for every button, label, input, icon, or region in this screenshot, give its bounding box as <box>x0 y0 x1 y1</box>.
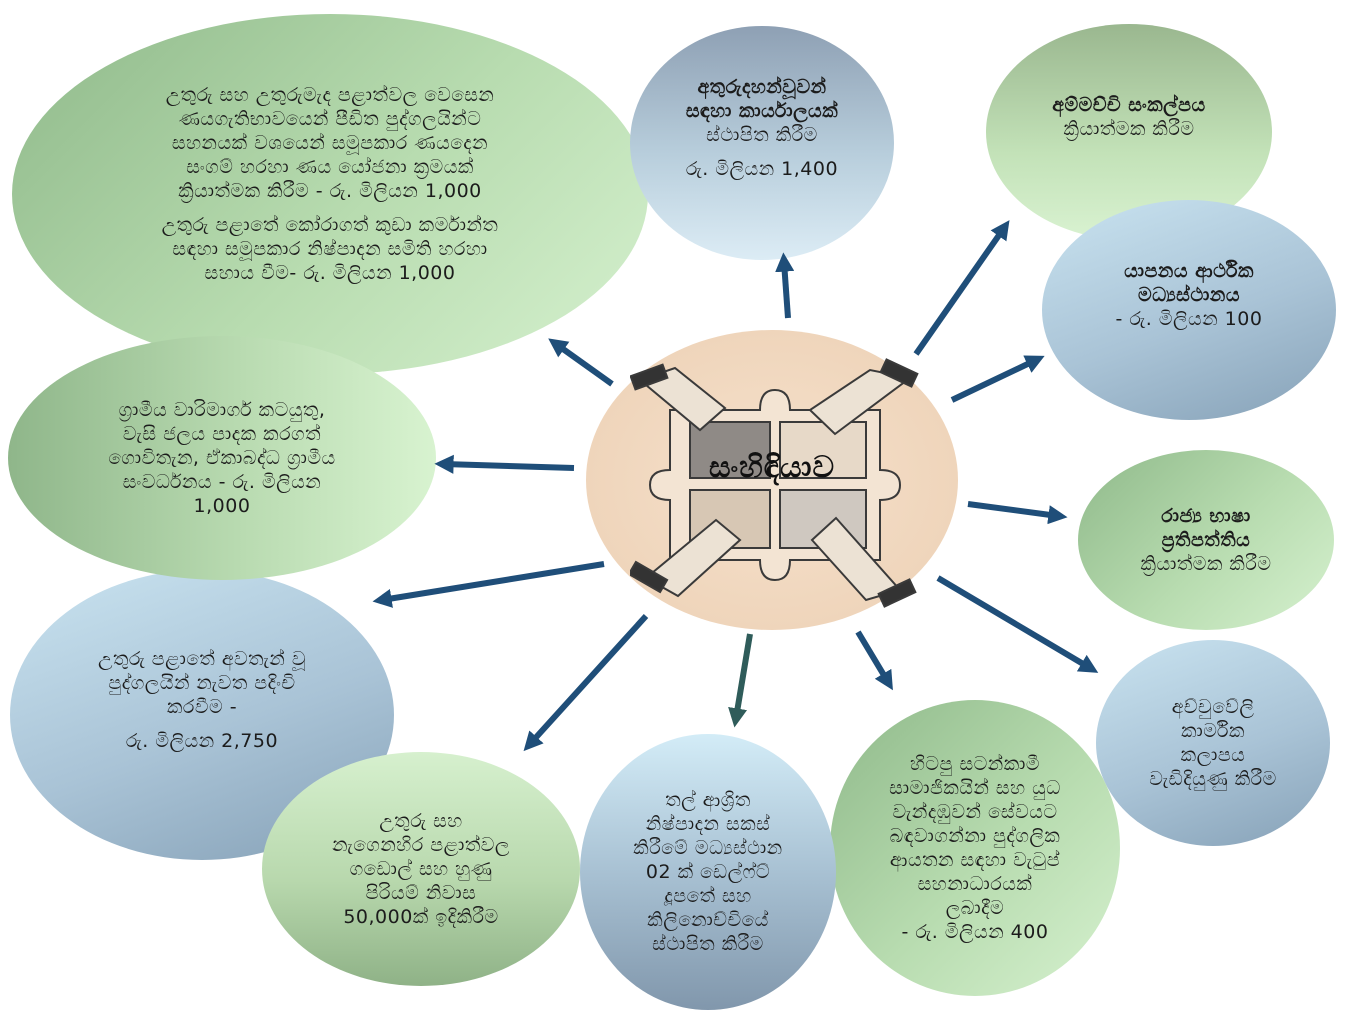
puzzle-hands-icon <box>630 358 919 608</box>
bubble-official-language-policy: රාජ්‍ය භාෂා ප්‍රතිපත්තිය ක්‍රියාත්මක කිර… <box>1078 450 1334 630</box>
text-line: 02 ක් ඩෙල්ෆ්ට් <box>645 861 771 883</box>
text-line: උතුරු සහ උතුරුමැද පළාත්වල වෙසෙන <box>165 84 495 106</box>
text-line: බඳවාගන්නා පුද්ගලික <box>889 825 1061 847</box>
text-line: සඳහා සමූපකාර නිෂ්පාදන සමිති හරහා <box>172 238 488 260</box>
text-line: උතුරු සහ <box>379 810 463 832</box>
text-line: පුද්ගලයින් නැවත පදිංචි <box>108 672 296 694</box>
arrow-to-top-left <box>548 338 614 387</box>
arrow-to-top-right <box>913 220 1010 356</box>
text-line: වැසි ජලය පාදක කරගත් <box>122 423 322 445</box>
text-line: නිෂ්පාදන සකස් <box>645 813 771 835</box>
text-line: සංවර්ධනය - රු. මිලියන <box>122 471 322 493</box>
amount-text: රු. මිලියන 2,750 <box>125 730 279 752</box>
text-line: තල් ආශ්‍රිත <box>665 789 751 811</box>
text-line: ක්‍රියාත්මක කිරීම <box>1140 553 1272 575</box>
text-line: ක්‍රියාත්මක කිරීම - රු. මිලියන 1,000 <box>178 180 482 202</box>
bubble-achchuveli-industrial-zone: අච්චුවේලි කාර්මික කලාපය වැඩිදියුණු කිරීම <box>1096 640 1330 846</box>
text-line: සහනයක් වශයෙන් සමූපකාර ණයදෙන <box>171 132 489 154</box>
bubble-palmyra-centers: තල් ආශ්‍රිත නිෂ්පාදන සකස් කිරීමේ මධ්‍යස්… <box>580 734 836 1010</box>
text-line: පිරියම් නිවාස <box>365 882 477 904</box>
text-line: වැඩිදියුණු කිරීම <box>1149 768 1277 790</box>
text-line: වැන්දඹුවන් සේවයට <box>892 801 1058 823</box>
text-line: ආයතන සඳහා වැටුප් <box>889 849 1061 871</box>
text-line-bold: අතුරුදහන්වූවන් <box>697 76 827 98</box>
text-line-bold: ප්‍රතිපත්තිය <box>1161 529 1251 551</box>
arrow-to-bottom-left <box>523 613 649 752</box>
arrow-to-left-lower <box>372 561 605 608</box>
text-line: සංගම් හරහා ණය යෝජනා ක්‍රමයක් <box>186 156 474 178</box>
arrow-to-bottom-center <box>728 633 753 728</box>
text-line: හිටපු සටන්කාමී <box>909 753 1041 775</box>
text-line-bold: අම්මච්චි සංකල්පය <box>1052 94 1206 116</box>
text-line: සහනාධාරයක් <box>917 873 1033 895</box>
text-line: ණයගැතිභාවයෙන් පීඩිත පුද්ගලයින්ට <box>178 108 482 130</box>
text-line: ගොවිතැන, ඒකාබද්ධ ග්‍රාමීය <box>108 447 336 469</box>
text-line: නැගෙනහිර පළාත්වල <box>332 834 510 856</box>
bubble-brick-houses: උතුරු සහ නැගෙනහිර පළාත්වල ගඩොල් සහ හුණු … <box>262 752 580 986</box>
text-line: අච්චුවේලි <box>1171 696 1255 718</box>
arrow-to-left-middle <box>434 454 575 474</box>
text-line: - රු. මිලියන 400 <box>901 921 1049 943</box>
bubble-jaffna-economic-center: යාපනය ආර්ථික මධ්‍යස්ථානය - රු. මිලියන 10… <box>1042 200 1336 420</box>
text-line: ස්ථාපිත කිරීම <box>652 933 764 955</box>
text-line-bold: රාජ්‍ය භාෂා <box>1161 505 1251 527</box>
text-line: 50,000ක් ඉදිකිරීම <box>343 906 499 928</box>
text-line-bold: සඳහා කාර්යාලයක් <box>685 100 839 122</box>
text-line: කාර්මික <box>1181 720 1245 742</box>
text-line: කිලිනොච්චියේ <box>647 909 769 931</box>
bubble-rural-irrigation: ග්‍රාමීය වාරිමාර්ග කටයුතු, වැසි ජලය පාදක… <box>8 336 436 580</box>
arrow-to-right-lower <box>936 575 1099 673</box>
text-line: - රු. මිලියන 100 <box>1115 308 1263 330</box>
amount-text: රු. මිලියන 1,400 <box>685 158 839 180</box>
bubble-cooperative-loans: උතුරු සහ උතුරුමැද පළාත්වල වෙසෙන ණයගැතිභා… <box>12 14 648 374</box>
text-line-bold: යාපනය ආර්ථික <box>1124 260 1254 282</box>
arrow-to-bottom-right <box>855 630 893 691</box>
text-line-bold: මධ්‍යස්ථානය <box>1137 284 1241 306</box>
text-line: ස්ථාපිත කිරීම <box>706 124 818 146</box>
text-line: 1,000 <box>193 495 251 517</box>
bubble-missing-persons-office: අතුරුදහන්වූවන් සඳහා කාර්යාලයක් ස්ථාපිත ක… <box>630 26 894 260</box>
center-title: සංහිඳියාව <box>708 450 836 485</box>
text-line: කිරීමේ මධ්‍යස්ථාන <box>633 837 783 859</box>
text-line: කරවීම - <box>166 696 238 718</box>
text-line: ලබාදීම <box>945 897 1005 919</box>
text-line: දූපතේ සහ <box>664 885 752 907</box>
text-line: උතුරු පළාතේ අවතැන් වූ <box>97 648 307 670</box>
bubble-salary-subsidy: හිටපු සටන්කාමී සාමාජිකයින් සහ යුධ වැන්දඹ… <box>830 700 1120 996</box>
text-line: ක්‍රියාත්මක කිරීම <box>1063 118 1195 140</box>
arrow-to-right-upper <box>950 355 1045 403</box>
text-line: උතුරු පළාතේ කෝරාගත් කුඩා කර්මාන්ත <box>161 214 499 236</box>
text-line: කලාපය <box>1180 744 1246 766</box>
arrow-to-top-center <box>775 252 795 319</box>
text-line: ග්‍රාමීය වාරිමාර්ග කටයුතු, <box>118 399 326 421</box>
text-line: සහාය වීම- රු. මිලියන 1,000 <box>204 262 456 284</box>
text-line: සාමාජිකයින් සහ යුධ <box>889 777 1061 799</box>
text-line: ගඩොල් සහ හුණු <box>349 858 493 880</box>
arrow-to-right-middle <box>967 501 1068 525</box>
